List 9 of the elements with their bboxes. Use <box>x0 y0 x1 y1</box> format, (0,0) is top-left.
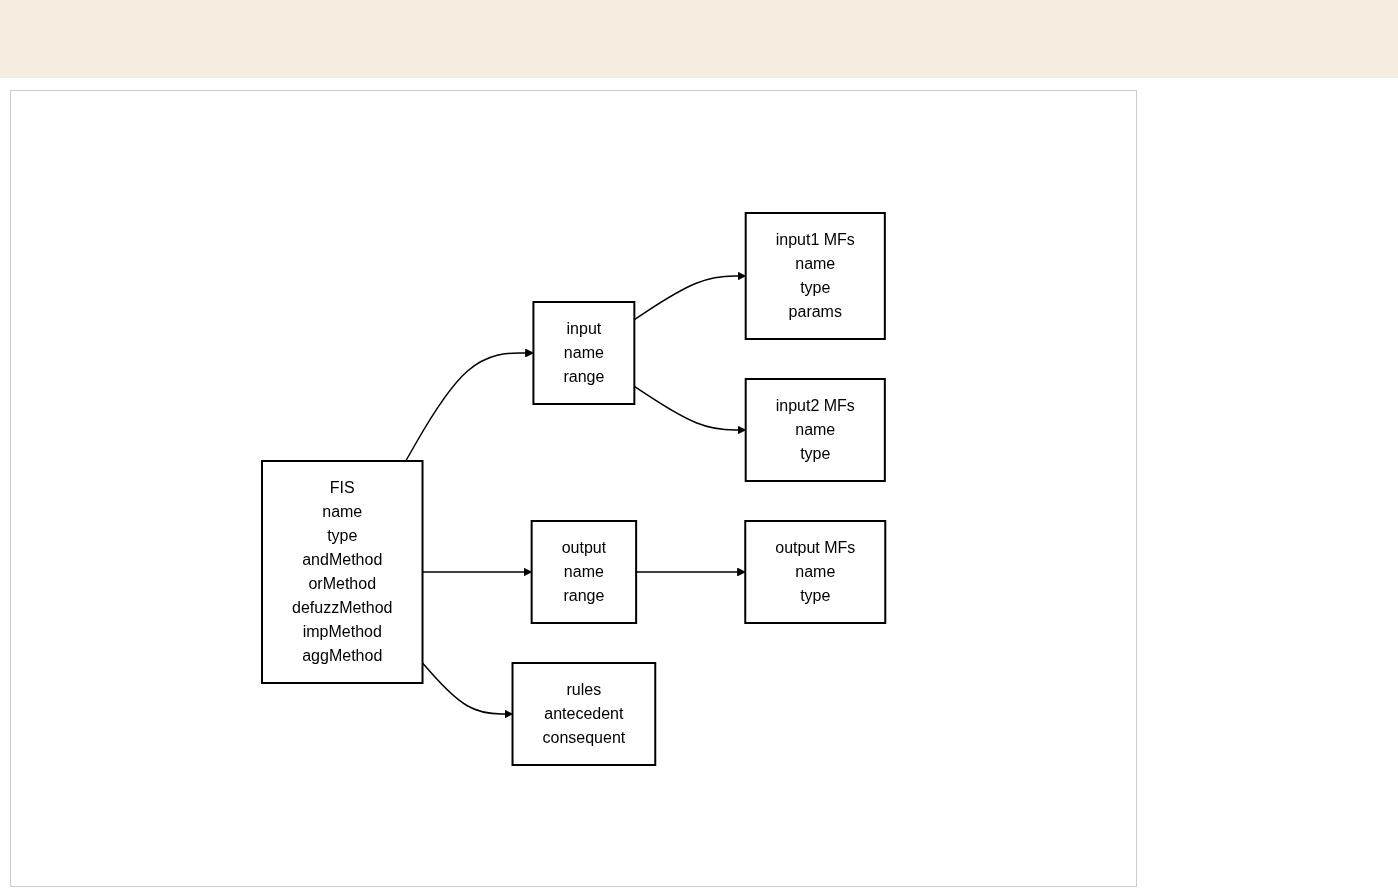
node-box: output name range <box>530 519 637 624</box>
node-box: input2 MFs name type <box>744 377 886 482</box>
arrow <box>635 567 746 576</box>
node-box: input1 MFs name type params <box>744 211 886 340</box>
arrow <box>404 348 534 462</box>
node-box: FIS name type andMethod orMethod defuzzMethod impMethod aggMethod <box>260 459 424 684</box>
node-box: output MFs name type <box>744 519 887 624</box>
node-box: input name range <box>532 300 636 405</box>
node-box: rules antecedent consequent <box>511 661 657 766</box>
